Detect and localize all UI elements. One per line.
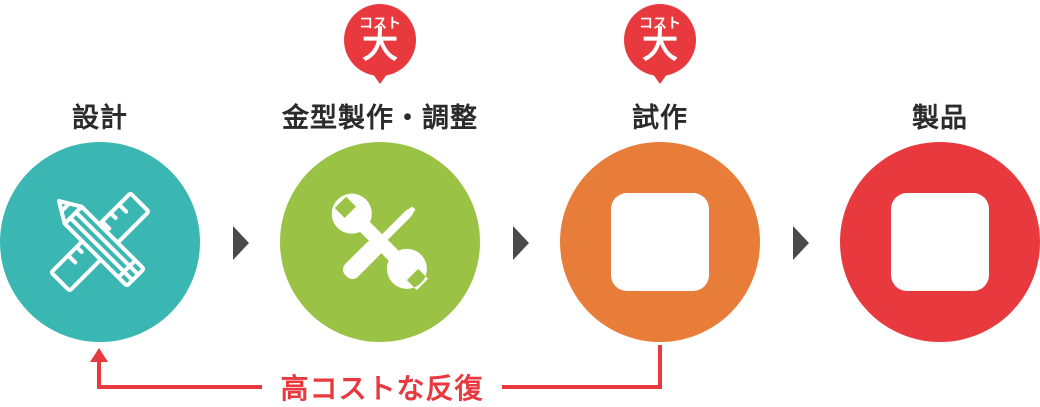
cost-badge-big-text: 大 — [361, 25, 398, 66]
step-label-design: 設計 — [72, 103, 128, 134]
loop-line-right — [658, 345, 662, 387]
step-label-mold: 金型製作・調整 — [282, 103, 478, 134]
wrench-screwdriver-icon — [331, 193, 429, 291]
step-circle-design — [0, 142, 200, 342]
map-pin-icon — [624, 4, 696, 84]
cost-badge-small-text: コスト — [359, 16, 401, 32]
step-circle-product — [840, 142, 1040, 342]
step-label-product: 製品 — [912, 103, 968, 134]
arrow-right-icon — [513, 226, 529, 260]
cost-badge-small-text: コスト — [639, 16, 681, 32]
arrow-right-icon — [793, 226, 809, 260]
loop-line-left — [97, 358, 101, 389]
square-icon — [611, 193, 709, 291]
arrow-right-icon — [233, 226, 249, 260]
arrow-up-icon — [90, 348, 108, 362]
pencil-ruler-icon — [50, 192, 150, 292]
map-pin-icon — [344, 4, 416, 84]
step-circle-prototype — [560, 142, 760, 342]
cost-badge-big-text: 大 — [641, 25, 678, 66]
loop-label: 高コストな反復 — [262, 367, 502, 407]
cost-badge-mold: コスト 大 — [340, 4, 420, 84]
cost-badge-prototype: コスト 大 — [620, 4, 700, 84]
step-circle-mold — [280, 142, 480, 342]
step-label-prototype: 試作 — [632, 103, 688, 134]
square-icon — [891, 193, 989, 291]
